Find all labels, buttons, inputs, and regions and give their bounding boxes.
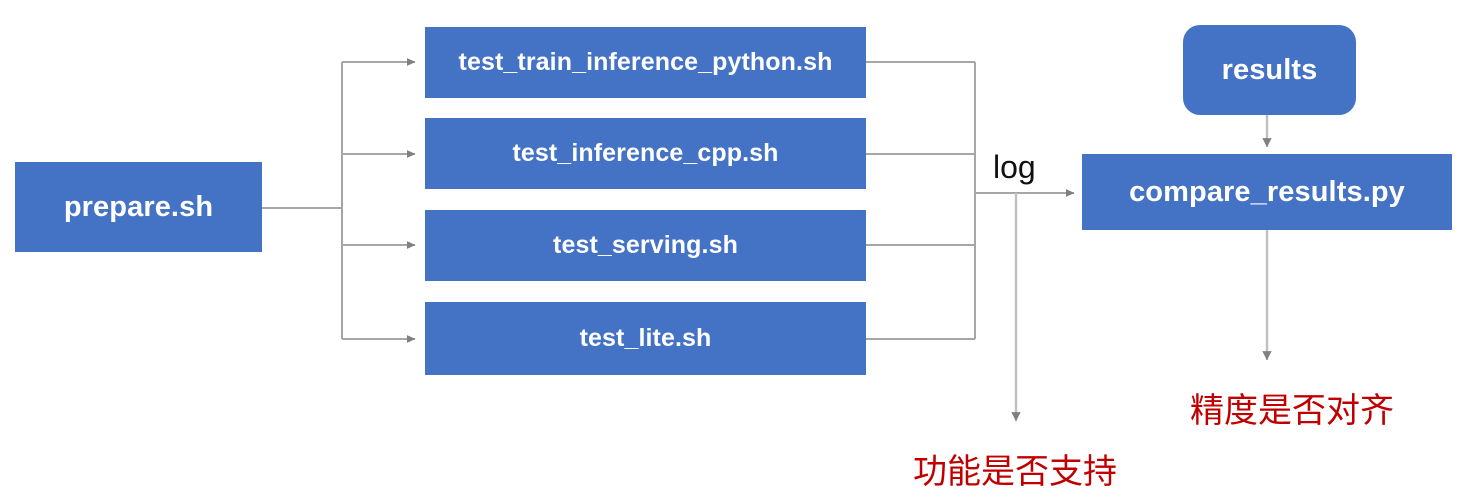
- node-compare-results-py-label: compare_results.py: [1129, 175, 1405, 208]
- node-test-lite-sh-label: test_lite.sh: [579, 324, 712, 352]
- edge-label-log-text: log: [993, 149, 1036, 185]
- node-test-inference-cpp-sh-label: test_inference_cpp.sh: [512, 139, 779, 167]
- node-prepare-sh-label: prepare.sh: [63, 190, 214, 223]
- node-results-label: results: [1221, 53, 1318, 86]
- note-function-support-text: 功能是否支持: [913, 453, 1117, 491]
- node-test-serving-sh-label: test_serving.sh: [553, 231, 738, 259]
- note-precision-aligned-text: 精度是否对齐: [1190, 392, 1394, 430]
- node-test-train-inference-python-sh[interactable]: test_train_inference_python.sh: [425, 27, 866, 98]
- node-test-inference-cpp-sh[interactable]: test_inference_cpp.sh: [425, 118, 866, 189]
- note-precision-aligned: 精度是否对齐: [1190, 383, 1394, 432]
- collect-connectors: [866, 61, 1075, 340]
- node-compare-results-py[interactable]: compare_results.py: [1082, 154, 1452, 230]
- node-results[interactable]: results: [1183, 25, 1356, 115]
- node-test-lite-sh[interactable]: test_lite.sh: [425, 302, 866, 375]
- node-test-serving-sh[interactable]: test_serving.sh: [425, 210, 866, 281]
- node-prepare-sh[interactable]: prepare.sh: [15, 162, 262, 252]
- edge-label-log: log: [993, 149, 1036, 186]
- fanout-connectors: [262, 58, 416, 343]
- node-test-train-inference-python-sh-label: test_train_inference_python.sh: [458, 48, 833, 76]
- note-function-support: 功能是否支持: [913, 444, 1117, 493]
